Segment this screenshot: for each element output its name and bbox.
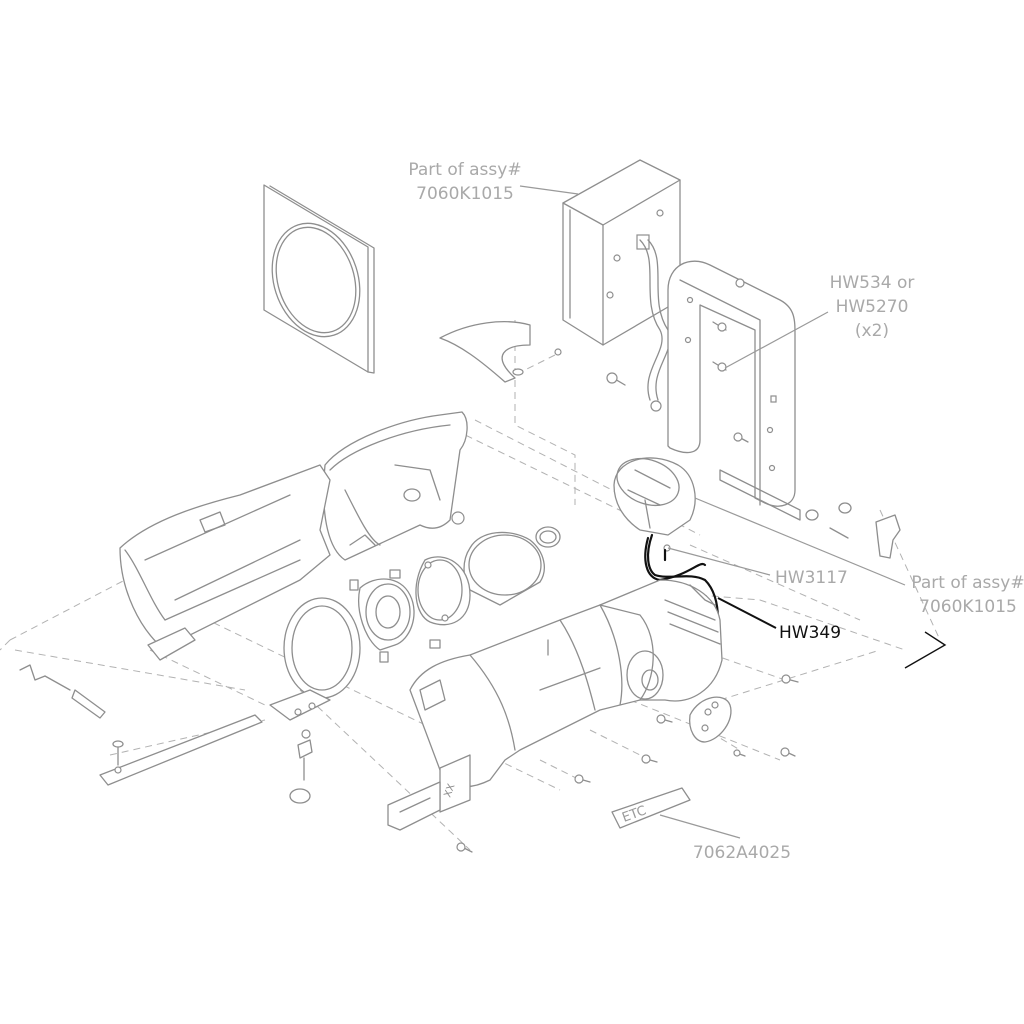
callout-screw-line2: HW5270	[836, 297, 909, 317]
yoke-bracket	[667, 260, 801, 521]
callout-screw-line1: HW534 or	[830, 273, 915, 293]
callout-screw-line3: (x2)	[855, 321, 889, 341]
top-housing-box	[562, 159, 681, 401]
lens-ring	[283, 597, 361, 699]
leader-lines	[519, 185, 947, 839]
housing-mark-text: XX	[442, 782, 457, 799]
callout-hw3117: HW3117	[775, 568, 848, 588]
callout-socket-line1: Part of assy#	[911, 573, 1024, 593]
housing-screws	[456, 674, 799, 853]
callout-socket-line2: 7060K1015	[919, 597, 1017, 617]
front-lens-tube	[119, 464, 331, 661]
callout-nameplate: 7062A4025	[693, 843, 791, 863]
callout-hw349: HW349	[779, 623, 841, 643]
main-body-housing	[387, 599, 655, 831]
rear-lamp-housing	[599, 579, 723, 702]
housing-mark: XX	[442, 782, 457, 799]
shutter-barrel	[323, 411, 468, 561]
lamp-socket-cap	[613, 457, 696, 552]
nameplate-logo-text: ETC	[620, 803, 648, 825]
callout-top-housing-line1: Part of assy#	[408, 160, 521, 180]
rear-cap-plate	[689, 696, 732, 743]
callout-labels: Part of assy# 7060K1015 HW534 or HW5270 …	[408, 160, 1024, 863]
color-frame	[263, 184, 375, 374]
yoke-screws	[554, 321, 749, 443]
reflector-assembly	[349, 526, 561, 663]
yoke-knob	[805, 502, 901, 559]
callout-top-housing-line2: 7060K1015	[416, 184, 514, 204]
nameplate: ETC	[611, 787, 691, 829]
pattern-slot-hardware	[19, 664, 331, 804]
barrel-half-shell	[439, 321, 531, 383]
